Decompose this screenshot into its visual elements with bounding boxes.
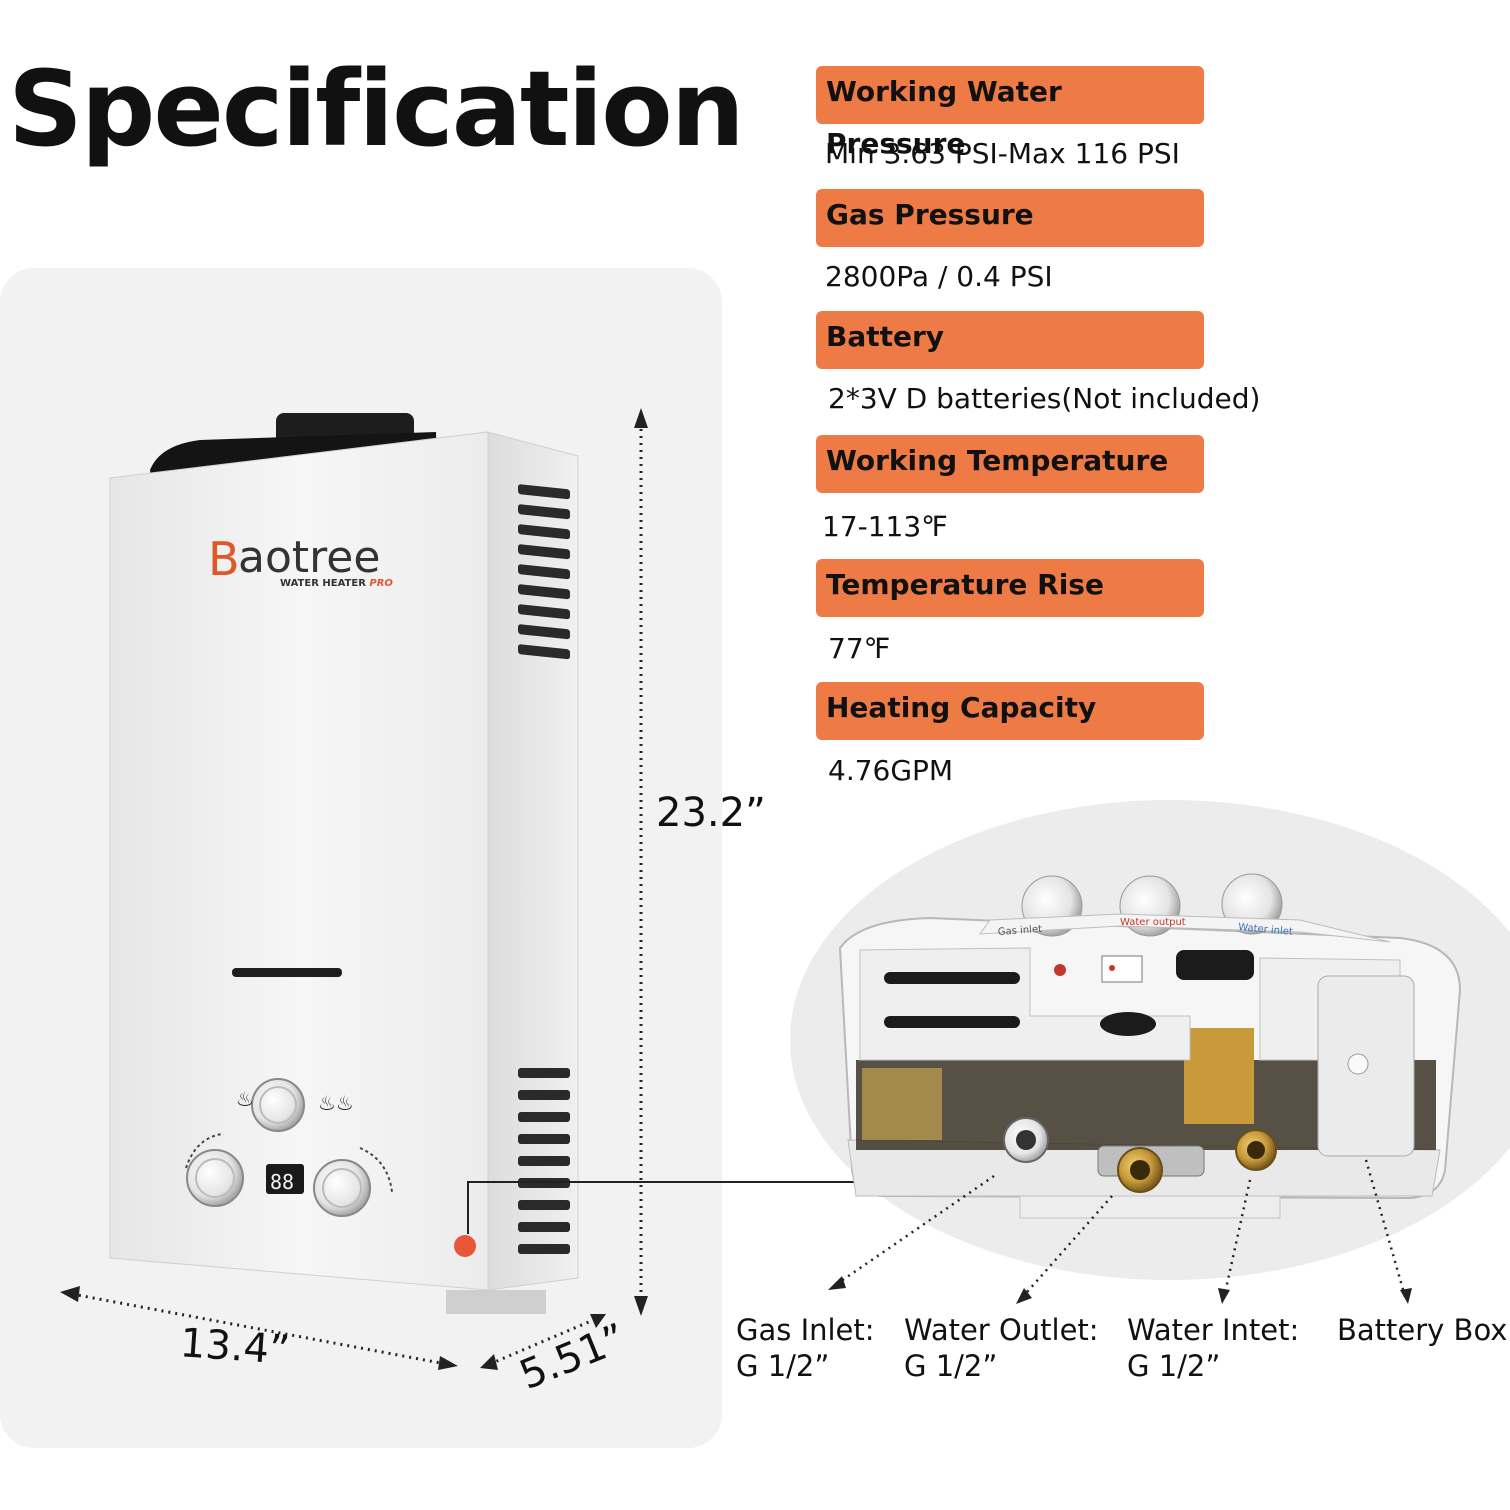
control-knobs: ♨ ♨♨ <box>185 1078 393 1217</box>
water-inlet-tag: Water inlet <box>1238 922 1294 938</box>
heater-front-panel <box>109 431 546 1314</box>
callout-leader <box>454 1181 862 1257</box>
width-arrow <box>71 1292 447 1366</box>
port-name: Battery Box <box>1337 1313 1508 1347</box>
bottom-view-unit: Gas inlet Water output Water inlet <box>838 873 1462 1219</box>
spec-value-working-water-pressure: Min 3.63 PSI-Max 116 PSI <box>825 137 1180 170</box>
spec-value-temperature-rise: 77℉ <box>828 632 891 665</box>
heater-side-panel <box>487 431 579 1291</box>
brass-valve-body <box>1184 1028 1254 1124</box>
spec-value-gas-pressure: 2800Pa / 0.4 PSI <box>825 260 1053 293</box>
brand-initial: B <box>208 532 240 586</box>
port-label-water-inlet: Water Intet: G 1/2” <box>1127 1312 1299 1384</box>
dimension-arrows <box>71 422 643 1366</box>
port-name: Water Outlet: <box>904 1313 1099 1347</box>
spec-label-gas-pressure: Gas Pressure <box>816 189 1204 247</box>
port-leaders <box>833 1159 1408 1301</box>
port-label-water-outlet: Water Outlet: G 1/2” <box>904 1312 1099 1384</box>
spec-label-heating-capacity: Heating Capacity <box>816 682 1204 740</box>
port-label-gas-inlet: Gas Inlet: G 1/2” <box>736 1312 875 1384</box>
transformer-coil <box>862 1068 942 1140</box>
spec-value-battery: 2*3V D batteries(Not included) <box>828 382 1261 415</box>
port-size: G 1/2” <box>736 1349 830 1383</box>
spec-label-working-water-pressure: Working Water Pressure <box>816 66 1204 160</box>
port-name: Water Intet: <box>1127 1313 1300 1347</box>
width-dimension: 13.4” <box>178 1320 292 1374</box>
brand-subtitle: WATER HEATER PRO <box>280 578 393 589</box>
brand-logo: B aotree WATER HEATER PRO <box>208 532 393 589</box>
port-size: G 1/2” <box>904 1349 998 1383</box>
brand-rest: aotree <box>238 532 380 583</box>
led-readout: 88 <box>270 1170 294 1194</box>
spec-label-working-temperature: Working Temperature <box>816 435 1204 493</box>
port-size: G 1/2” <box>1127 1349 1221 1383</box>
spec-label-battery: Battery <box>816 311 1204 369</box>
callout-dot <box>454 1235 476 1257</box>
led-display <box>266 1164 304 1194</box>
page-title: Specification <box>8 48 745 170</box>
spec-value-heating-capacity: 4.76GPM <box>828 754 954 787</box>
height-dimension: 23.2” <box>656 790 766 836</box>
port-label-battery-box: Battery Box <box>1337 1312 1507 1348</box>
gas-inlet-tag: Gas inlet <box>997 924 1042 938</box>
port-name: Gas Inlet: <box>736 1313 875 1347</box>
spec-label-temperature-rise: Temperature Rise <box>816 559 1204 617</box>
water-output-tag: Water output <box>1120 917 1186 928</box>
spec-value-working-temperature: 17-113℉ <box>822 510 948 543</box>
flame-low-icon: ♨ <box>236 1087 254 1111</box>
flame-high-icon: ♨♨ <box>318 1091 354 1115</box>
